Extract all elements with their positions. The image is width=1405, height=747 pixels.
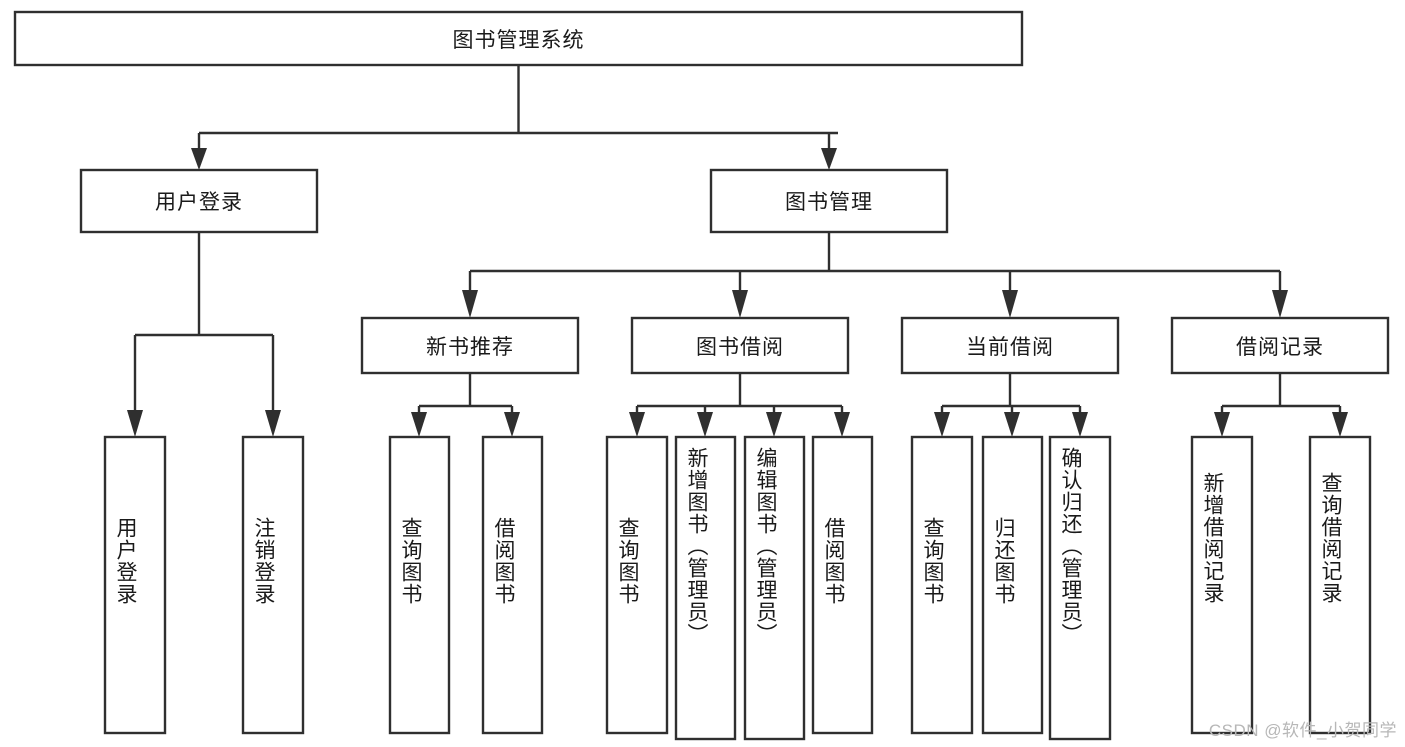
node-level3-box-2[interactable] — [900, 316, 1120, 375]
node-leaf-box-3[interactable] — [481, 435, 544, 735]
node-root-box[interactable] — [13, 10, 1024, 67]
arrow-head-leaf-query-book-2 — [629, 412, 645, 437]
arrow-head-borrow — [732, 290, 748, 318]
arrow-head-leaf-confirm-return — [1072, 412, 1088, 437]
node-leaf-box-4[interactable] — [605, 435, 669, 735]
node-level2-box-0[interactable] — [79, 168, 319, 234]
arrow-head-leaf-logout — [265, 410, 281, 437]
edge-group-new-book — [411, 373, 520, 437]
arrow-head-new-book — [462, 290, 478, 318]
arrow-head-leaf-query-record — [1332, 412, 1348, 437]
edge-group-book-mgmt — [462, 232, 1288, 318]
arrow-head-leaf-edit-book — [766, 412, 782, 437]
arrow-head-leaf-return-book — [1004, 412, 1020, 437]
node-leaf-box-8[interactable] — [910, 435, 974, 735]
node-level3-box-3[interactable] — [1170, 316, 1390, 375]
node-level3-box-0[interactable] — [360, 316, 580, 375]
edge-group-user-login — [127, 232, 281, 437]
arrow-head-leaf-borrow-book-2 — [834, 412, 850, 437]
arrow-head-record — [1272, 290, 1288, 318]
node-leaf-box-5[interactable] — [674, 435, 737, 741]
arrow-head-current — [1002, 290, 1018, 318]
arrow-head-leaf-query-book-1 — [411, 412, 427, 437]
arrow-head-user-login — [191, 148, 207, 170]
node-leaf-box-11[interactable] — [1190, 435, 1254, 735]
node-leaf-box-2[interactable] — [388, 435, 451, 735]
edge-group-borrow — [629, 373, 850, 437]
node-leaf-box-6[interactable] — [743, 435, 806, 741]
arrow-head-leaf-user-login — [127, 410, 143, 437]
node-leaf-box-7[interactable] — [811, 435, 874, 735]
edge-group-current — [934, 373, 1088, 437]
node-leaf-box-1[interactable] — [241, 435, 305, 735]
node-level3-box-1[interactable] — [630, 316, 850, 375]
arrow-head-leaf-borrow-book-1 — [504, 412, 520, 437]
arrow-head-leaf-add-record — [1214, 412, 1230, 437]
edge-group-root — [191, 65, 838, 170]
edge-group-record — [1214, 373, 1348, 437]
node-leaf-box-0[interactable] — [103, 435, 167, 735]
arrow-head-leaf-add-book — [697, 412, 713, 437]
node-level2-box-1[interactable] — [709, 168, 949, 234]
arrow-head-book-mgmt — [821, 148, 837, 170]
node-leaf-box-9[interactable] — [981, 435, 1044, 735]
node-leaf-box-12[interactable] — [1308, 435, 1372, 735]
node-leaf-box-10[interactable] — [1048, 435, 1112, 741]
arrow-head-leaf-query-book-3 — [934, 412, 950, 437]
